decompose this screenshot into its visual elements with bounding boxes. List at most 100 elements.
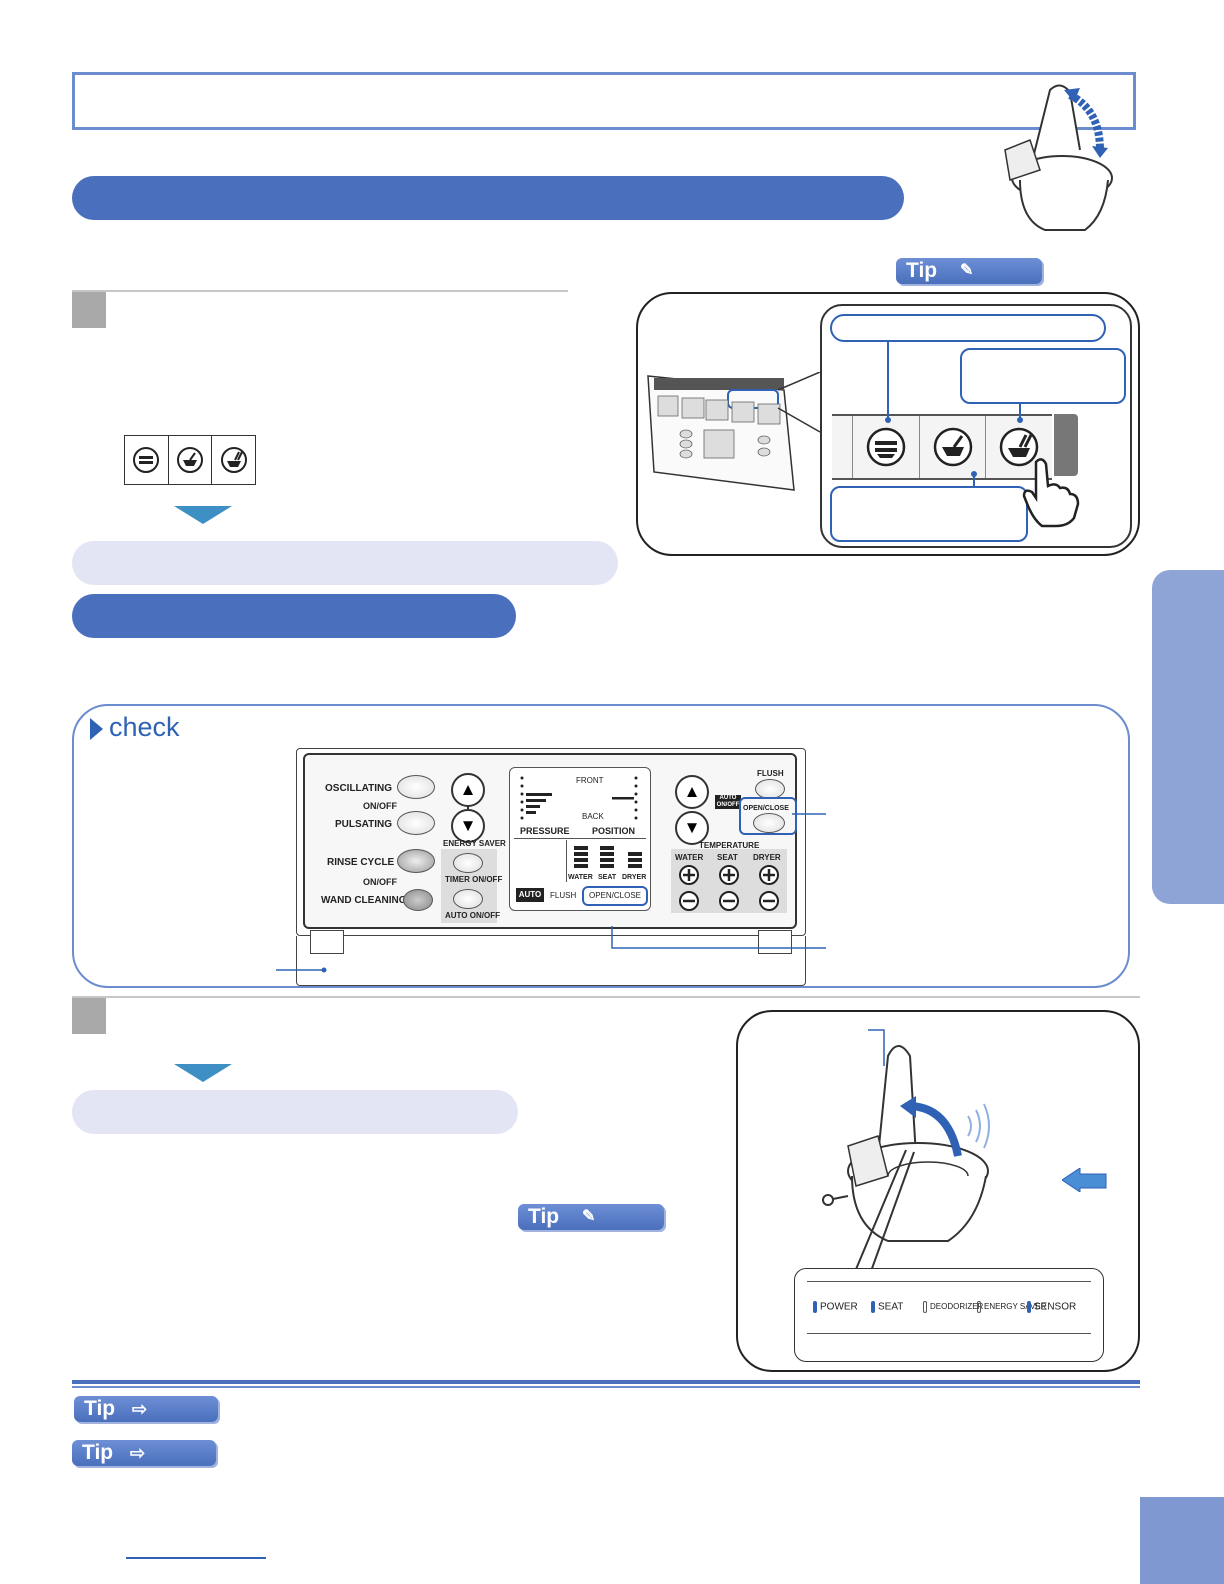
label-callout-top — [830, 314, 1106, 342]
on-off-label-1: ON/OFF — [363, 801, 397, 811]
check-box — [72, 704, 1130, 988]
base-slot-left — [310, 930, 344, 954]
open-close-highlight — [739, 797, 797, 835]
remote-control-illustration — [647, 372, 820, 491]
chapter-side-tab — [1152, 570, 1224, 904]
indicator-strip: POWER SEAT DEODORIZER ENERGY SAVER SENSO… — [794, 1268, 1104, 1362]
water-label: WATER — [568, 874, 593, 881]
control-panel-outer: OSCILLATING ON/OFF PULSATING RINSE CYCLE… — [296, 748, 806, 936]
check-text: check — [109, 712, 180, 742]
triangle-right-icon — [90, 717, 103, 740]
pressure-position-meter — [520, 776, 638, 820]
down-arrow-icon — [174, 506, 232, 524]
rinse-cycle-button[interactable] — [397, 849, 435, 873]
auto-button[interactable] — [453, 889, 483, 909]
approach-arrow-icon — [1062, 1168, 1107, 1192]
back-label: BACK — [582, 812, 604, 821]
pulsating-label: PULSATING — [335, 819, 393, 830]
arrow-right-outline-icon: ⇨ — [132, 1399, 148, 1419]
toilet-auto-open-illustration — [822, 1029, 990, 1242]
pencil-icon-2: ✎ — [582, 1208, 596, 1225]
pressure-up-button[interactable]: ▲ — [451, 773, 485, 807]
button-icon-strip — [124, 435, 256, 485]
rinse-cycle-label: RINSE CYCLE — [327, 857, 395, 868]
indicator-callout-lines — [853, 1149, 915, 1275]
large-button-strip — [832, 414, 1052, 480]
seat-small-icon — [169, 436, 213, 484]
result-pill — [72, 541, 618, 585]
tip-badge: Tip ✎ — [896, 258, 1042, 284]
tip-badge-3: Tip ⇨ — [74, 1396, 218, 1422]
footnote-underline — [126, 1557, 266, 1559]
label-callout-lid — [960, 348, 1126, 404]
pressure-down-button[interactable]: ▼ — [451, 809, 485, 843]
energy-saver-label: ENERGY SAVER — [443, 839, 506, 848]
position-down-button[interactable]: ▼ — [675, 811, 709, 845]
open-close-button[interactable] — [753, 813, 785, 833]
lid-icon — [999, 427, 1039, 467]
seat-indicator: SEAT — [871, 1301, 903, 1313]
flush-panel-button[interactable] — [755, 779, 785, 799]
callout-lines — [885, 342, 1023, 486]
flush-icon — [866, 427, 906, 467]
flush-small-icon — [125, 436, 169, 484]
tip-text-2: Tip — [528, 1205, 560, 1228]
auto-onoff-badge: AUTO ON/OFF — [715, 795, 741, 809]
energy-saver-indicator: ENERGY SAVER — [977, 1301, 1046, 1313]
position-label: POSITION — [592, 826, 636, 836]
wand-cleaning-label: WAND CLEANING — [321, 895, 407, 906]
footer-rule-bottom — [72, 1386, 1140, 1388]
base-slot-right — [758, 930, 792, 954]
remote-base — [296, 936, 806, 986]
dryer-label: DRYER — [622, 874, 647, 881]
sensor-indicator: SENSOR — [1027, 1301, 1076, 1313]
timer-button[interactable] — [453, 853, 483, 873]
step-divider — [72, 290, 568, 292]
closeup-inset — [820, 304, 1132, 548]
flush-indicator: FLUSH — [550, 891, 577, 900]
pencil-icon: ✎ — [960, 262, 974, 279]
page-number-tab — [1140, 1497, 1224, 1584]
wand-cleaning-button[interactable] — [403, 889, 433, 911]
section-divider — [72, 996, 1140, 998]
toilet-sensor-panel: POWER SEAT DEODORIZER ENERGY SAVER SENSO… — [736, 1010, 1140, 1372]
step-1-marker — [72, 292, 106, 328]
temperature-label: TEMPERATURE — [699, 841, 760, 850]
toilet-lid-open-illustration — [1004, 84, 1113, 231]
front-label: FRONT — [576, 776, 604, 785]
position-up-button[interactable]: ▲ — [675, 775, 709, 809]
temperature-level-meter — [574, 846, 642, 868]
tip-badge-2: Tip ✎ — [518, 1204, 664, 1230]
on-off-label-2: ON/OFF — [363, 877, 397, 887]
tip-text: Tip — [906, 259, 938, 282]
oscillating-label: OSCILLATING — [325, 783, 393, 794]
subsection-header-bar — [72, 594, 516, 638]
deodorizer-indicator: DEODORIZER — [923, 1301, 983, 1313]
result-pill-2 — [72, 1090, 518, 1134]
temp-water-label: WATER — [675, 853, 704, 862]
temperature-plus-minus-buttons[interactable] — [671, 863, 787, 913]
lid-button[interactable] — [986, 416, 1052, 478]
temp-seat-label: SEAT — [717, 853, 738, 862]
flush-button[interactable] — [853, 416, 920, 478]
section-header-bar — [72, 176, 904, 220]
control-panel: OSCILLATING ON/OFF PULSATING RINSE CYCLE… — [303, 753, 797, 929]
auto-indicator: AUTO — [516, 888, 544, 902]
temp-dryer-label: DRYER — [753, 853, 781, 862]
display-screen: FRONT BACK PRESSURE POSITION WATER SEAT … — [509, 767, 651, 911]
seat-button[interactable] — [920, 416, 987, 478]
oscillating-button[interactable] — [397, 775, 435, 799]
label-callout-seat — [830, 486, 1028, 542]
title-box — [72, 72, 1136, 130]
flush-top-label: FLUSH — [757, 769, 784, 778]
pulsating-button[interactable] — [397, 811, 435, 835]
power-indicator: POWER — [813, 1301, 858, 1313]
seat-label: SEAT — [598, 874, 617, 881]
arrow-right-outline-icon-2: ⇨ — [130, 1443, 146, 1463]
footer-rule-top — [72, 1380, 1140, 1384]
step-2-marker — [72, 998, 106, 1034]
remote-closeup-panel — [636, 292, 1140, 556]
open-close-indicator: OPEN/CLOSE — [582, 886, 648, 906]
lid-small-icon — [212, 436, 255, 484]
seat-icon — [933, 427, 972, 467]
